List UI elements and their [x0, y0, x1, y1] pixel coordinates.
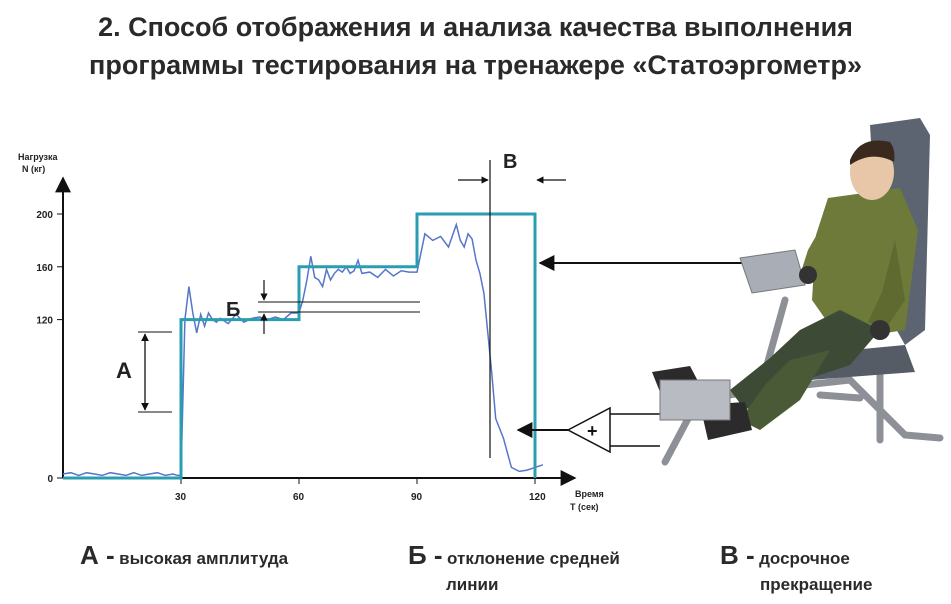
- legend-b-letter: Б -: [408, 540, 443, 570]
- y-tick-label-200: 200: [36, 210, 53, 221]
- amplifier-block: +: [516, 406, 660, 454]
- statoergometer-illustration: [652, 118, 944, 466]
- annotation-b-label: Б: [226, 299, 240, 321]
- annotation-c: В: [458, 151, 566, 458]
- title-line-1: 2. Способ отображения и анализа качества…: [98, 12, 853, 42]
- legend-b-text2: линии: [446, 575, 499, 594]
- y-tick-label-160: 160: [36, 263, 53, 274]
- person-hand-far: [870, 320, 890, 340]
- x-tick-label-60: 60: [293, 492, 305, 503]
- person-arm-far: [868, 240, 905, 330]
- legend-b-text1: отклонение средней: [447, 549, 620, 568]
- legend-a: А - высокая амплитуда: [80, 540, 288, 571]
- title-line-2: программы тестирования на тренажере «Ста…: [89, 50, 862, 80]
- amplifier-symbol: +: [587, 421, 598, 441]
- annotation-a-label: А: [116, 358, 132, 383]
- measured-load-line: [62, 221, 544, 477]
- annotation-a: А: [116, 331, 172, 413]
- y-axis-label-line1: Нагрузка: [18, 152, 58, 162]
- legend-c-text1: досрочное: [759, 549, 850, 568]
- person-legs-front: [740, 350, 830, 430]
- control-panel: [739, 249, 806, 294]
- slide-title: 2. Способ отображения и анализа качества…: [0, 8, 951, 84]
- person-hand: [799, 266, 817, 284]
- x-axis-label-line1: Время: [575, 489, 604, 499]
- x-tick-label-120: 120: [529, 492, 546, 503]
- program-load-line: [63, 212, 537, 480]
- legend-b: Б - отклонение средней линии: [408, 540, 620, 595]
- x-axis-label-line2: Т (сек): [570, 502, 599, 512]
- y-tick-label-0: 0: [47, 474, 53, 485]
- annotation-c-label: В: [503, 151, 517, 173]
- legend-c: В - досрочное прекращение: [720, 540, 872, 595]
- annotation-b: Б: [226, 280, 420, 334]
- x-tick-label-30: 30: [175, 492, 187, 503]
- y-axis-label-line2: N (кг): [22, 164, 45, 174]
- person-hair: [850, 140, 895, 165]
- legend-c-letter: В -: [720, 540, 755, 570]
- person-arm: [800, 215, 838, 278]
- y-tick-label-120: 120: [36, 316, 53, 327]
- foot-plate: [659, 379, 731, 421]
- legend-a-letter: А -: [80, 540, 115, 570]
- x-tick-label-90: 90: [411, 492, 423, 503]
- legend-a-text: высокая амплитуда: [119, 549, 289, 568]
- legend-c-text2: прекращение: [760, 575, 873, 594]
